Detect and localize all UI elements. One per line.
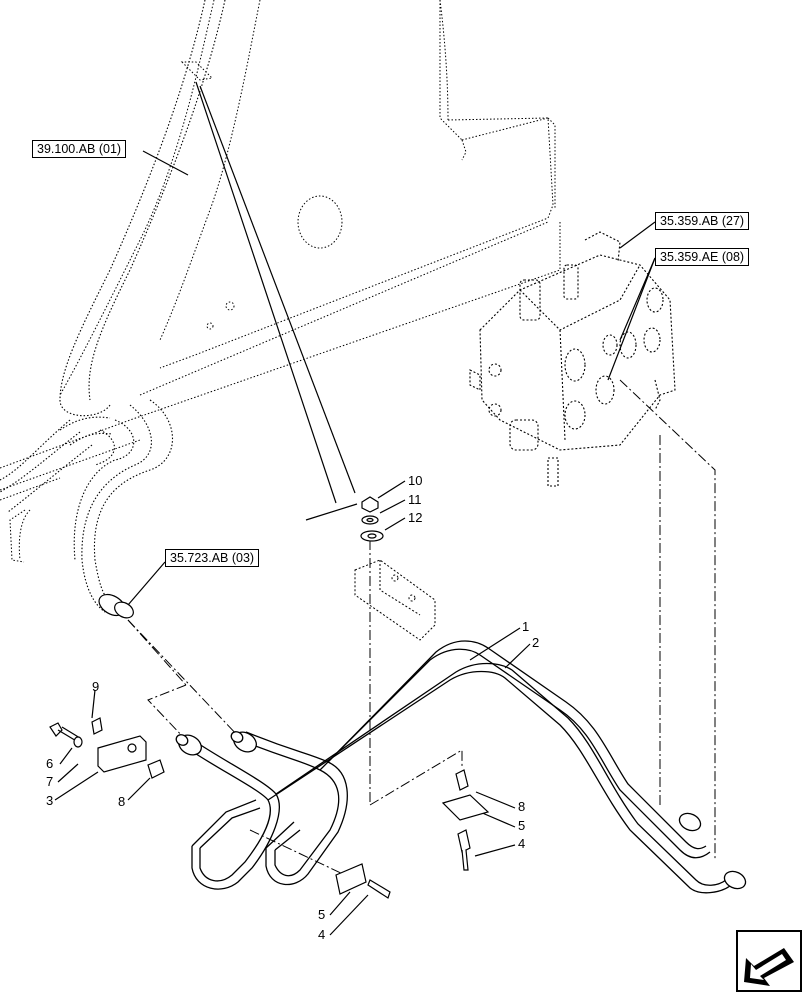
ref-35-359-ab[interactable]: 35.359.AB (27) [655,212,750,230]
callout-4-bottom: 4 [318,927,326,942]
arrow-down-left-icon [736,930,802,992]
loader-arm-outline [0,0,561,563]
control-valve [469,231,676,487]
callout-8-right: 8 [518,799,526,814]
ref-35-723-ab-label: 35.723.AB (03) [170,551,255,565]
callout-8-left: 8 [118,794,126,809]
right-clamp-hardware [335,769,490,899]
hose-bundle-dotted [0,0,226,613]
callout-5-right: 5 [518,818,526,833]
callout-4-right: 4 [518,836,526,851]
callout-1: 1 [522,619,530,634]
tube-fittings [175,731,747,890]
ref-35-359-ae-label: 35.359.AE (08) [660,250,745,264]
mount-bracket [354,559,436,641]
callout-12: 12 [408,510,423,525]
ref-39-100-ab-label: 39.100.AB (01) [37,142,122,156]
callout-3: 3 [46,793,54,808]
ref-35-359-ae[interactable]: 35.359.AE (08) [655,248,750,266]
ref-35-723-ab[interactable]: 35.723.AB (03) [165,549,260,567]
callout-10: 10 [408,473,423,488]
left-clamp-hardware [49,717,165,779]
callout-5-bottom: 5 [318,907,326,922]
leader-lines [54,81,656,936]
next-page-button[interactable] [736,930,802,992]
callout-2: 2 [532,635,540,650]
ref-35-359-ab-label: 35.359.AB (27) [660,214,745,228]
callout-7: 7 [46,774,54,789]
alignment-lines [127,379,716,876]
hose-fittings [98,593,134,619]
callout-6: 6 [46,756,54,771]
ref-39-100-ab[interactable]: 39.100.AB (01) [32,140,127,158]
callout-9: 9 [92,679,100,694]
nut-washer-stack [360,496,384,542]
callout-11: 11 [408,492,422,507]
hydraulic-tubes [189,640,731,894]
